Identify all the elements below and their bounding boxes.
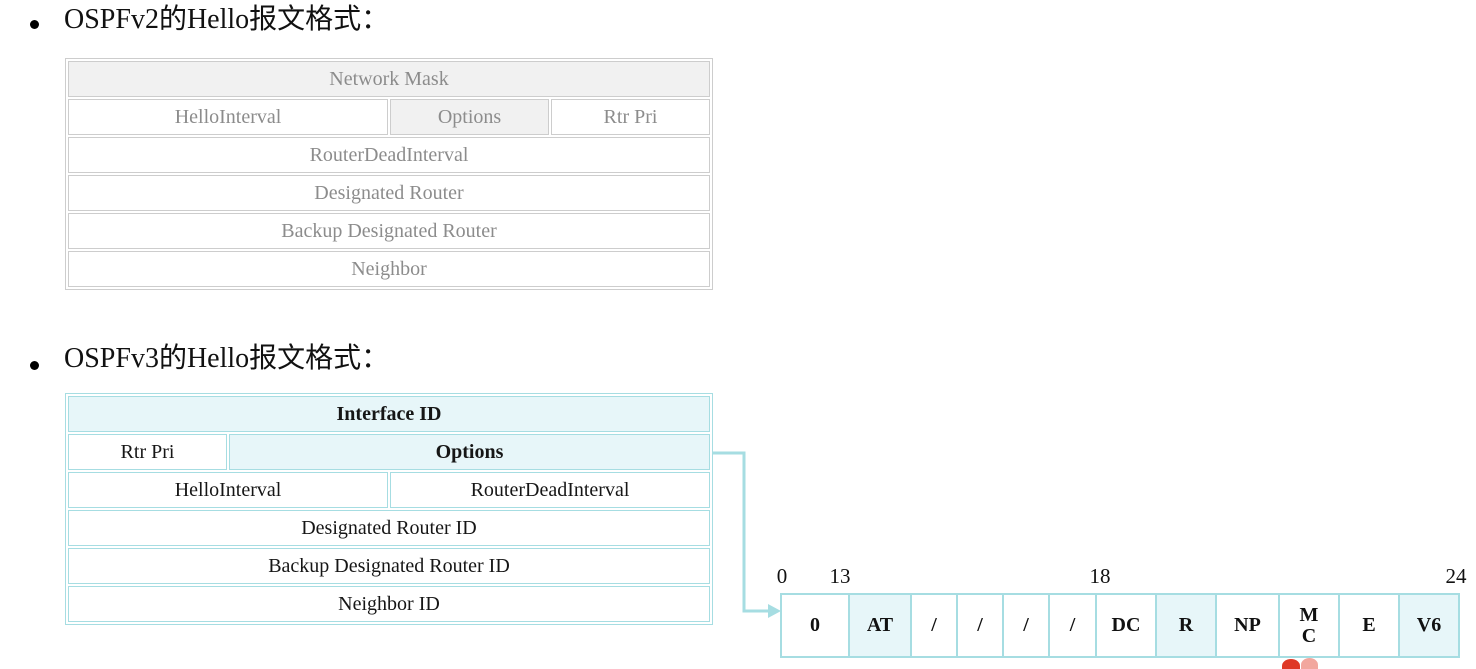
bit-position-label-0: 0 <box>776 564 788 588</box>
field-options: Options <box>390 99 549 135</box>
field-designated-router: Designated Router <box>68 175 710 211</box>
bullet-icon <box>30 361 39 370</box>
annotation-mark <box>1282 659 1300 669</box>
bit-cell-0: 0 <box>780 593 850 658</box>
field-row: Backup Designated Router <box>68 213 710 249</box>
field-network-mask: Network Mask <box>68 61 710 97</box>
bit-cell-np: NP <box>1215 593 1280 658</box>
annotation-mark <box>1301 658 1318 669</box>
bit-cell-r: R <box>1155 593 1217 658</box>
bit-position-label-13: 13 <box>829 564 851 588</box>
field-row: Designated Router ID <box>68 510 710 546</box>
bit-cell-mc: M C <box>1278 593 1340 658</box>
bullet-icon <box>30 20 39 29</box>
field-backup-designated-router-id: Backup Designated Router ID <box>68 548 710 584</box>
bit-position-label-24: 24 <box>1445 564 1467 588</box>
bit-cell--: / <box>956 593 1004 658</box>
bit-cell--: / <box>1002 593 1050 658</box>
bit-position-label-18: 18 <box>1089 564 1111 588</box>
section-title-ospfv3: OSPFv3的Hello报文格式： <box>64 343 390 374</box>
field-designated-router-id: Designated Router ID <box>68 510 710 546</box>
field-hellointerval: HelloInterval <box>68 99 388 135</box>
section-title-ospfv2: OSPFv2的Hello报文格式： <box>64 4 390 35</box>
field-row: Neighbor ID <box>68 586 710 622</box>
field-rtr-pri: Rtr Pri <box>68 434 227 470</box>
bit-cell--: / <box>1048 593 1097 658</box>
field-neighbor-id: Neighbor ID <box>68 586 710 622</box>
bit-cell-v6: V6 <box>1398 593 1460 658</box>
field-row: Interface ID <box>68 396 710 432</box>
field-rtr-pri: Rtr Pri <box>551 99 710 135</box>
field-options: Options <box>229 434 710 470</box>
field-row: RouterDeadInterval <box>68 137 710 173</box>
field-row: Neighbor <box>68 251 710 287</box>
field-routerdeadinterval: RouterDeadInterval <box>68 137 710 173</box>
field-routerdeadinterval: RouterDeadInterval <box>390 472 710 508</box>
bit-cell--: / <box>910 593 958 658</box>
bit-cell-dc: DC <box>1095 593 1157 658</box>
field-row: Network Mask <box>68 61 710 97</box>
field-interface-id: Interface ID <box>68 396 710 432</box>
field-backup-designated-router: Backup Designated Router <box>68 213 710 249</box>
field-row: Backup Designated Router ID <box>68 548 710 584</box>
field-row: Designated Router <box>68 175 710 211</box>
bit-cell-e: E <box>1338 593 1400 658</box>
bit-cell-at: AT <box>848 593 912 658</box>
field-neighbor: Neighbor <box>68 251 710 287</box>
field-hellointerval: HelloInterval <box>68 472 388 508</box>
